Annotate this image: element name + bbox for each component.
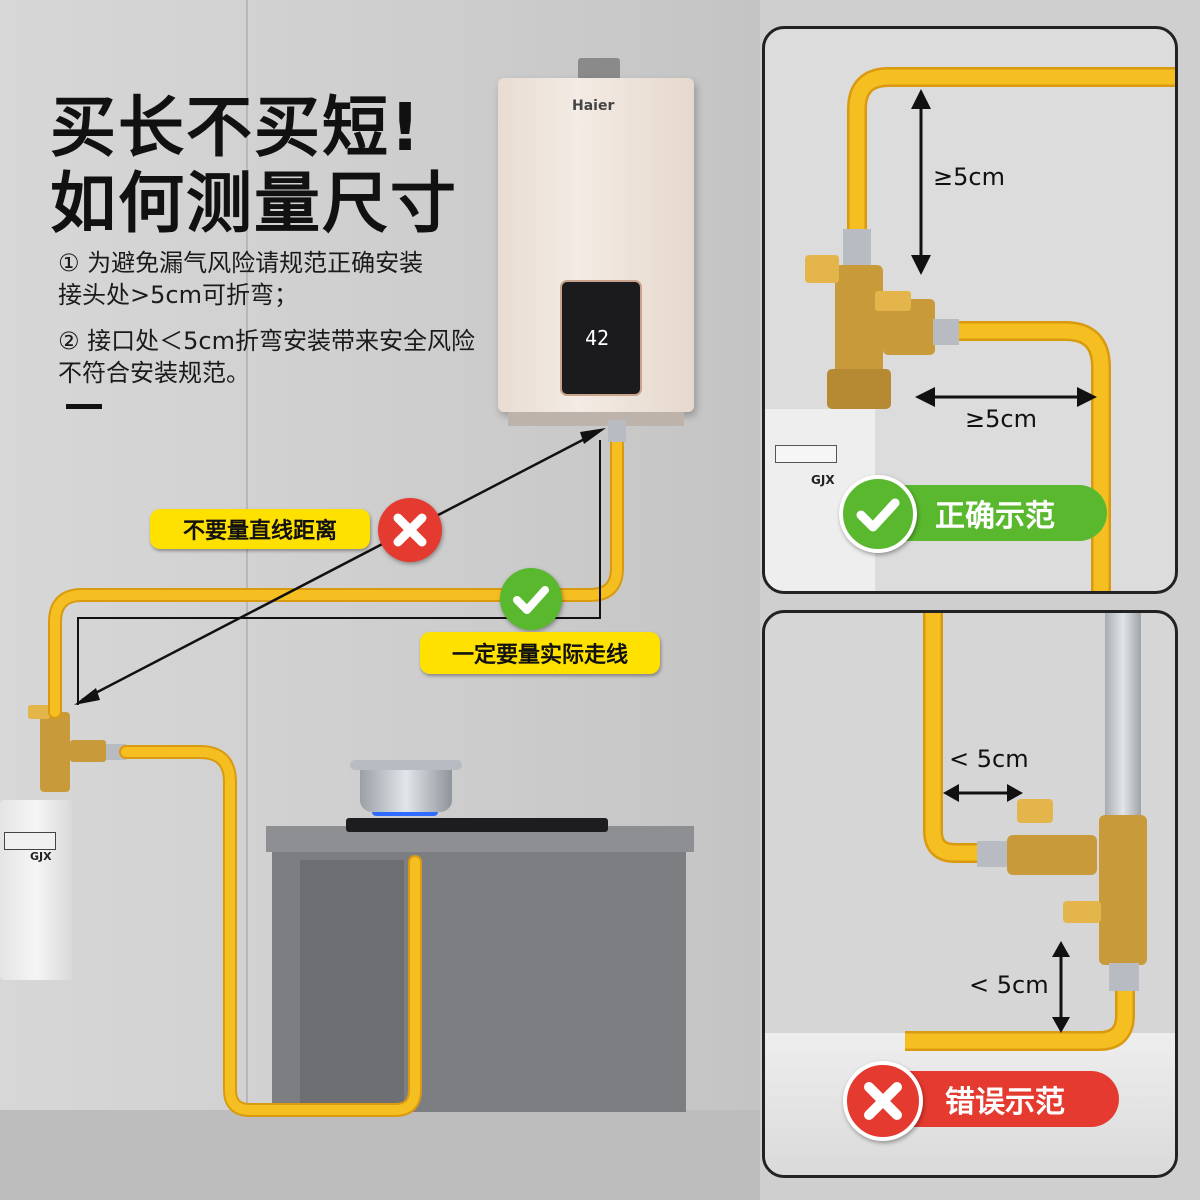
- correct-panel-meter-label: GJX: [811, 473, 835, 487]
- cooking-pot: [360, 766, 452, 812]
- wrong-panel-steel-pipe: [1105, 613, 1141, 833]
- wrong-horizontal-measure-text: < 5cm: [949, 745, 1029, 773]
- correct-horizontal-measure-text: ≥5cm: [965, 405, 1037, 433]
- vertical-measure-arrow: [911, 89, 931, 275]
- main-valve-icon: [28, 705, 126, 792]
- route-measure-line: [77, 440, 601, 705]
- pot-lid: [350, 760, 462, 770]
- cabinet-shadow: [300, 860, 404, 1110]
- wrong-vertical-measure-arrow: [1052, 941, 1070, 1033]
- note1-line1: ① 为避免漏气风险请规范正确安装: [58, 249, 424, 277]
- heater-display-value: 42: [585, 326, 610, 350]
- note2-line1: ② 接口处＜5cm折弯安装带来安全风险: [58, 327, 475, 355]
- wrong-hose-diagram: [905, 613, 1147, 1051]
- double-arrow-icon: [74, 428, 606, 705]
- heater-inlet-fitting: [608, 420, 626, 442]
- heater-bottom-fittings: [508, 412, 684, 426]
- wrong-valve-icon: [977, 799, 1147, 991]
- headline-line1: 买长不买短!: [50, 89, 423, 166]
- wrong-measure-callout: 不要量直线距离: [150, 509, 370, 549]
- check-icon: [500, 568, 562, 630]
- correct-example-panel: GJX ≥5cm ≥5cm 正确示: [762, 26, 1178, 594]
- cross-icon: [378, 498, 442, 562]
- divider-dash: [66, 404, 102, 409]
- wrong-vertical-measure-text: < 5cm: [969, 971, 1049, 999]
- wrong-horizontal-measure-arrow: [943, 784, 1023, 802]
- wrong-example-label-text: 错误示范: [945, 1085, 1065, 1120]
- correct-check-icon: [839, 475, 917, 553]
- horizontal-measure-arrow: [915, 387, 1097, 407]
- correct-hose-diagram: [805, 67, 1175, 591]
- correct-example-label-text: 正确示范: [935, 499, 1055, 534]
- correct-panel-meter-window: [775, 445, 837, 463]
- right-measure-callout: 一定要量实际走线: [420, 632, 660, 674]
- gas-meter-label: GJX: [30, 850, 52, 863]
- hose-to-stove: [119, 745, 422, 1117]
- correct-valve-icon: [805, 229, 959, 409]
- correct-vertical-measure-text: ≥5cm: [933, 163, 1005, 191]
- gas-meter: [0, 800, 72, 980]
- gas-meter-window: [4, 832, 56, 850]
- floor: [0, 1110, 760, 1200]
- wrong-cross-icon: [843, 1061, 923, 1141]
- wrong-example-panel: < 5cm < 5cm 错误示范: [762, 610, 1178, 1178]
- heater-flue: [578, 58, 620, 80]
- note1-line2: 接头处>5cm可折弯；: [58, 281, 298, 309]
- note2-line2: 不符合安装规范。: [58, 359, 250, 387]
- headline-line2: 如何测量尺寸: [50, 165, 458, 242]
- gas-stove: [346, 818, 608, 832]
- heater-brand-logo: Haier: [572, 98, 615, 114]
- main-hose-diagram: [28, 420, 626, 1117]
- heater-control-panel: [560, 280, 642, 396]
